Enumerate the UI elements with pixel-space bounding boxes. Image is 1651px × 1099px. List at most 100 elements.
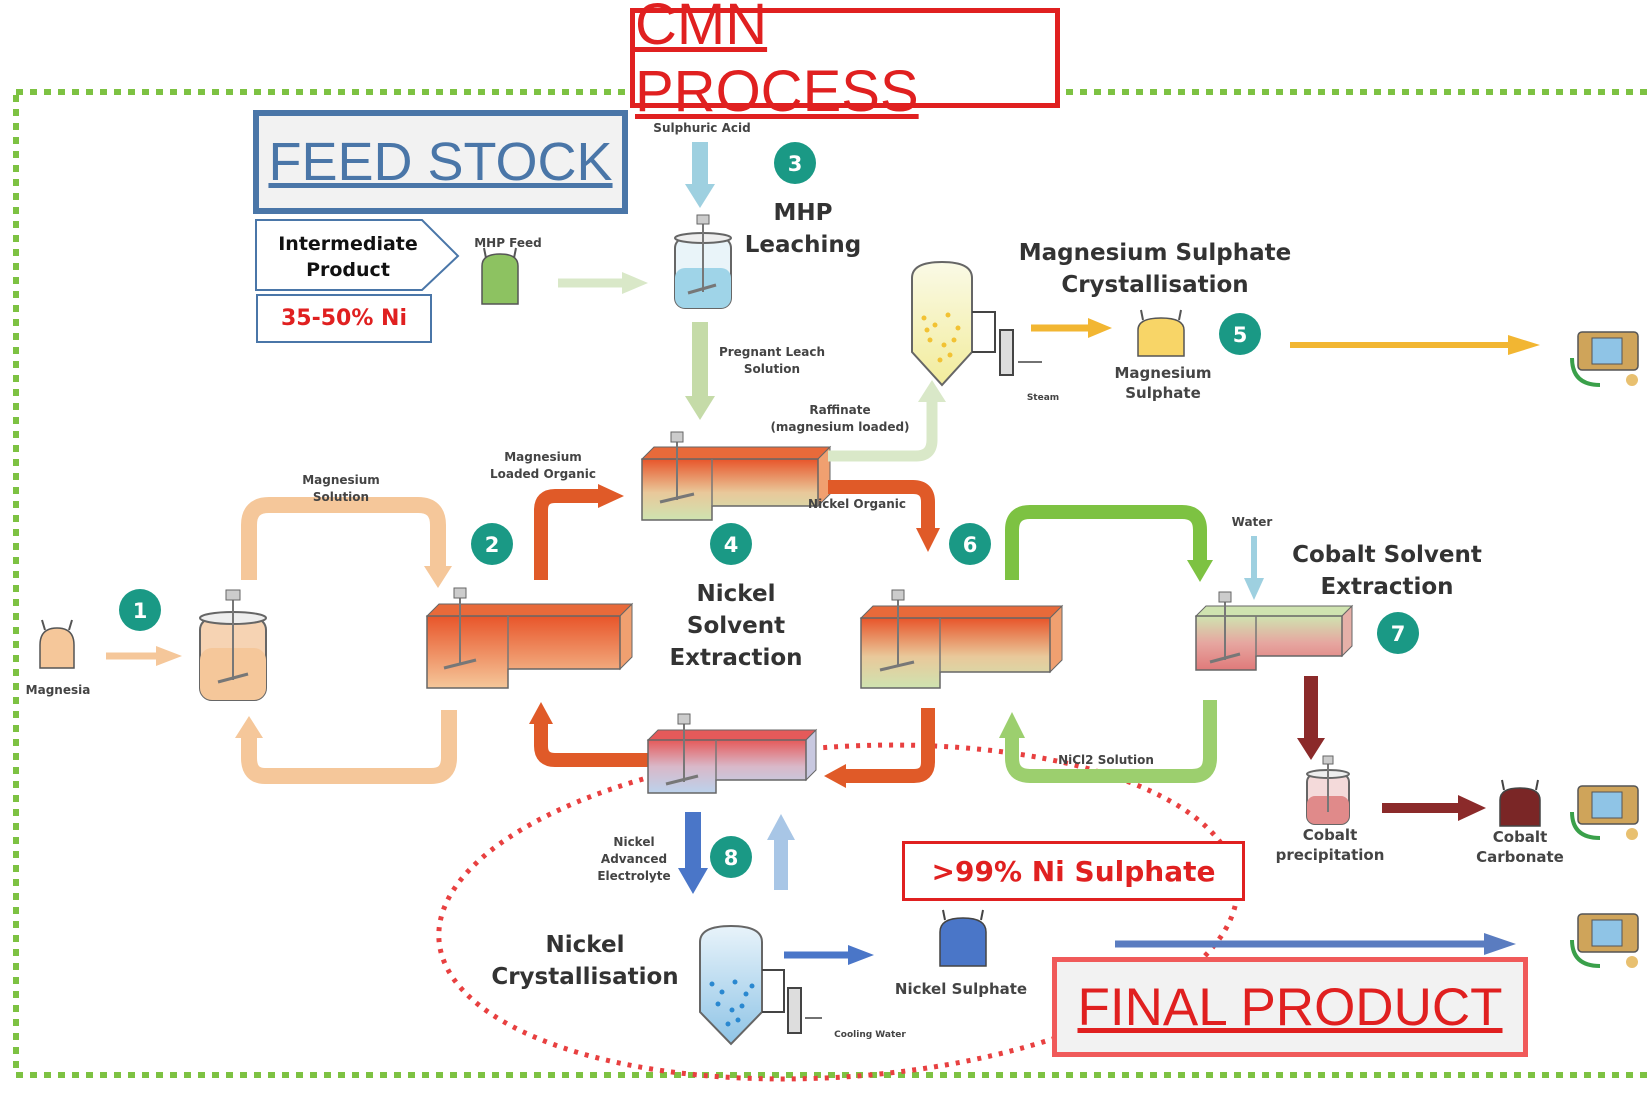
magnesium-settler bbox=[425, 587, 634, 689]
mhp-leaching-title-line1: MHP bbox=[774, 200, 833, 226]
mg-crystallisation-title-line1: Magnesium Sulphate bbox=[1019, 240, 1292, 266]
nickel-strip-settler bbox=[646, 713, 818, 794]
nicl2-solution-arrowhead bbox=[999, 712, 1025, 738]
cobalt-precipitation-tank bbox=[1306, 755, 1350, 825]
step-badge-3: 3 bbox=[774, 142, 816, 184]
svg-text:5: 5 bbox=[1233, 323, 1248, 347]
step-badge-1: 1 bbox=[119, 589, 161, 631]
organic-return-arrowhead bbox=[529, 702, 553, 724]
mg-crystalliser-out-arrowhead bbox=[1088, 318, 1112, 338]
precip-to-carbonate-arrowhead bbox=[1458, 795, 1486, 821]
magnesia-dissolution-tank bbox=[199, 589, 267, 701]
scrub-to-strip-arrow bbox=[845, 708, 935, 783]
svg-text:7: 7 bbox=[1391, 622, 1406, 646]
cobalt-sx-title-line1: Cobalt Solvent bbox=[1292, 542, 1482, 568]
raffinate-arrowhead bbox=[918, 380, 946, 402]
mg-loaded-organic-arrow bbox=[534, 489, 600, 580]
nickel-scrub-settler bbox=[859, 589, 1064, 689]
nickel-sx-title-line2: Solvent bbox=[687, 613, 785, 639]
scrub-to-cobalt-arrowhead bbox=[1187, 560, 1213, 582]
step-badge-4: 4 bbox=[710, 523, 752, 565]
final-product-label: FINAL PRODUCT bbox=[1077, 977, 1503, 1037]
magnesium-solution-loop-top bbox=[241, 497, 446, 580]
magnesia-feed-arrow bbox=[106, 646, 182, 666]
step-badge-2: 2 bbox=[471, 523, 513, 565]
mg-sulphate-crystalliser bbox=[911, 260, 1042, 387]
shipping-icon-cobalt-carbonate bbox=[1570, 785, 1639, 840]
cobalt-sx-title-line2: Extraction bbox=[1320, 574, 1453, 600]
mhp-feed-arrow bbox=[558, 272, 648, 294]
scrub-to-strip-arrowhead bbox=[824, 764, 846, 788]
nickel-crystallisation-title-line2: Crystallisation bbox=[491, 964, 678, 990]
label-cobalt-carbonate-1: Cobalt bbox=[1493, 828, 1548, 846]
label-mg-sulphate-1: Magnesium bbox=[1114, 364, 1211, 382]
cobalt-to-precip-arrowhead bbox=[1297, 738, 1325, 760]
label-mg-solution-1: Magnesium bbox=[302, 473, 380, 487]
svg-text:4: 4 bbox=[724, 533, 739, 557]
mhp-leaching-tank bbox=[674, 214, 732, 309]
magnesia-bag-icon bbox=[39, 619, 75, 669]
svg-text:2: 2 bbox=[485, 533, 500, 557]
nickel-organic-arrow bbox=[828, 480, 935, 530]
label-mg-sulphate-2: Sulphate bbox=[1125, 384, 1201, 402]
mg-loaded-organic-arrowhead bbox=[598, 484, 624, 508]
label-advanced-electrolyte-1: Nickel bbox=[613, 835, 654, 849]
label-steam: Steam bbox=[1027, 393, 1059, 403]
nickel-sx-title-line1: Nickel bbox=[697, 581, 776, 607]
step-badge-8: 8 bbox=[710, 836, 752, 878]
svg-text:6: 6 bbox=[963, 533, 978, 557]
purity-label: >99% Ni Sulphate bbox=[931, 854, 1216, 888]
label-nickel-organic: Nickel Organic bbox=[808, 497, 906, 511]
shipping-icon-nickel-sulphate bbox=[1570, 913, 1639, 968]
nickel-organic-arrowhead bbox=[916, 528, 940, 552]
step-badge-7: 7 bbox=[1377, 612, 1419, 654]
nickel-sulphate-bag-icon bbox=[939, 909, 987, 967]
raffinate-arrow bbox=[828, 400, 938, 462]
label-raffinate-2: (magnesium loaded) bbox=[770, 420, 909, 434]
water-arrowhead bbox=[1244, 578, 1264, 600]
label-nickel-sulphate: Nickel Sulphate bbox=[895, 980, 1027, 998]
label-mg-solution-2: Solution bbox=[313, 490, 369, 504]
label-pregnant-leach-2: Solution bbox=[744, 362, 800, 376]
mg-crystallisation-title-line2: Crystallisation bbox=[1061, 272, 1248, 298]
mg-sulphate-product-arrowhead bbox=[1508, 335, 1540, 355]
cobalt-extraction-settler bbox=[1194, 591, 1354, 671]
spent-electrolyte-arrowhead bbox=[767, 814, 795, 840]
nickel-extraction-settler bbox=[640, 431, 832, 521]
nickel-sx-title-line3: Extraction bbox=[669, 645, 802, 671]
label-advanced-electrolyte-3: Electrolyte bbox=[597, 869, 670, 883]
step-badge-6: 6 bbox=[949, 523, 991, 565]
magnesium-return-loop bbox=[241, 710, 457, 784]
svg-text:3: 3 bbox=[788, 152, 803, 176]
intermediate-product-arrow-box bbox=[255, 219, 460, 291]
purity-box: >99% Ni Sulphate bbox=[902, 841, 1245, 901]
nicl2-solution-loop bbox=[1005, 700, 1217, 783]
intermediate-product-line2: Product bbox=[306, 259, 390, 281]
nickel-grade-box: 35-50% Ni bbox=[256, 294, 432, 343]
label-nicl2-solution: NiCl2 Solution bbox=[1058, 753, 1154, 767]
label-magnesia: Magnesia bbox=[26, 683, 91, 697]
mg-sulphate-bag-icon bbox=[1137, 309, 1185, 357]
label-mhp-feed: MHP Feed bbox=[474, 236, 542, 250]
page-title: CMN PROCESS bbox=[635, 0, 919, 124]
label-cobalt-precip-1: Cobalt bbox=[1303, 826, 1358, 844]
feed-stock-label: FEED STOCK bbox=[268, 132, 613, 192]
cmn-process-title-box: CMN PROCESS bbox=[630, 0, 1060, 124]
label-pregnant-leach-1: Pregnant Leach bbox=[719, 345, 825, 359]
label-mg-loaded-organic-1: Magnesium bbox=[504, 450, 582, 464]
crystalliser-out-arrowhead bbox=[848, 945, 874, 965]
intermediate-product-line1: Intermediate bbox=[278, 233, 418, 255]
organic-return-to-settler bbox=[534, 722, 653, 767]
label-mg-loaded-organic-2: Loaded Organic bbox=[490, 467, 596, 481]
feed-stock-box: FEED STOCK bbox=[253, 110, 628, 214]
label-advanced-electrolyte-2: Advanced bbox=[601, 852, 667, 866]
step-badge-5: 5 bbox=[1219, 313, 1261, 355]
nickel-sulphate-product-arrowhead bbox=[1484, 933, 1516, 955]
nickel-crystalliser bbox=[699, 924, 822, 1046]
nickel-grade-label: 35-50% Ni bbox=[280, 306, 408, 331]
cobalt-carbonate-bag-icon bbox=[1499, 779, 1541, 827]
sulphuric-acid-arrowhead bbox=[685, 184, 715, 208]
pregnant-leach-arrowhead bbox=[685, 396, 715, 420]
